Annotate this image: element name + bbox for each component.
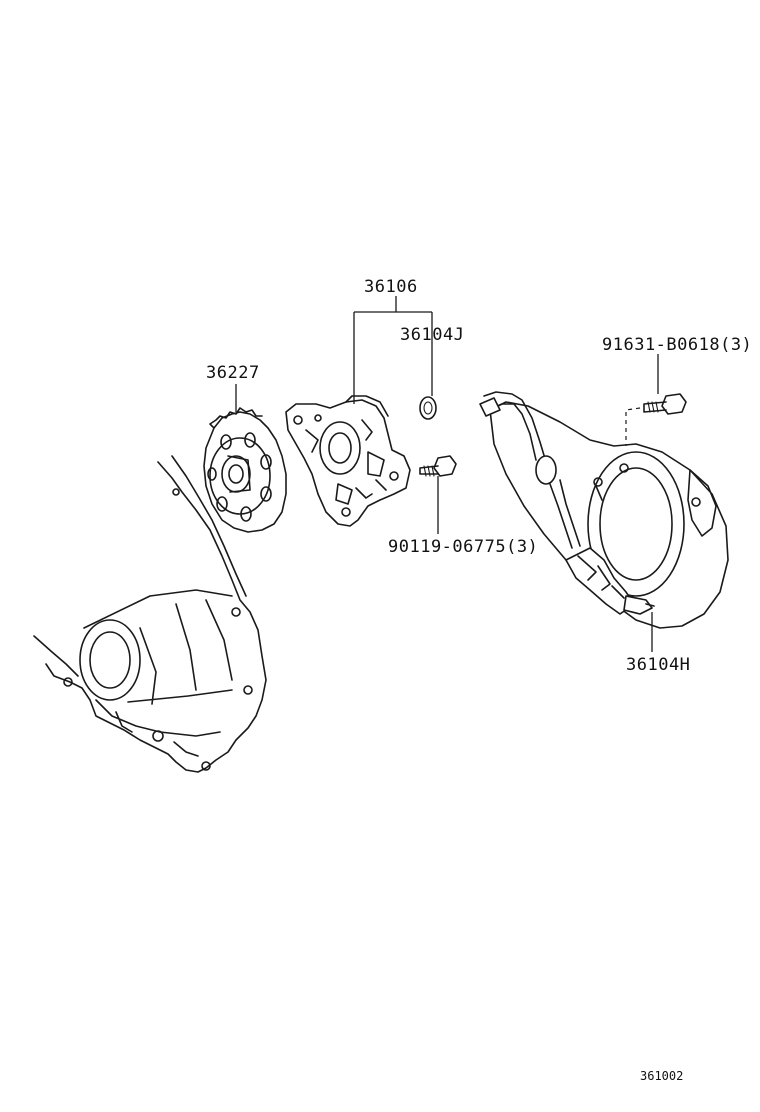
oil-pump-gasket: [419, 396, 437, 420]
label-cover-36104h: 36104H: [626, 655, 690, 675]
leader-lines: [235, 296, 659, 652]
transfer-case-housing: [33, 455, 267, 773]
oil-pump-assembly: [285, 395, 411, 527]
label-bolt-90119: 90119-06775(3): [388, 537, 538, 557]
bolt-90119: [419, 455, 457, 477]
oil-pump-cover-with-sensor: [479, 391, 729, 629]
diagram-reference-code: 361002: [640, 1069, 683, 1083]
label-assembly-36106: 36106: [364, 277, 418, 297]
label-bolt-91631: 91631-B0618(3): [602, 335, 752, 355]
bolt-91631: [625, 393, 687, 415]
label-gear-36227: 36227: [206, 363, 260, 383]
oil-pump-drive-gear: [203, 407, 287, 533]
label-gasket-36104j: 36104J: [400, 325, 464, 345]
